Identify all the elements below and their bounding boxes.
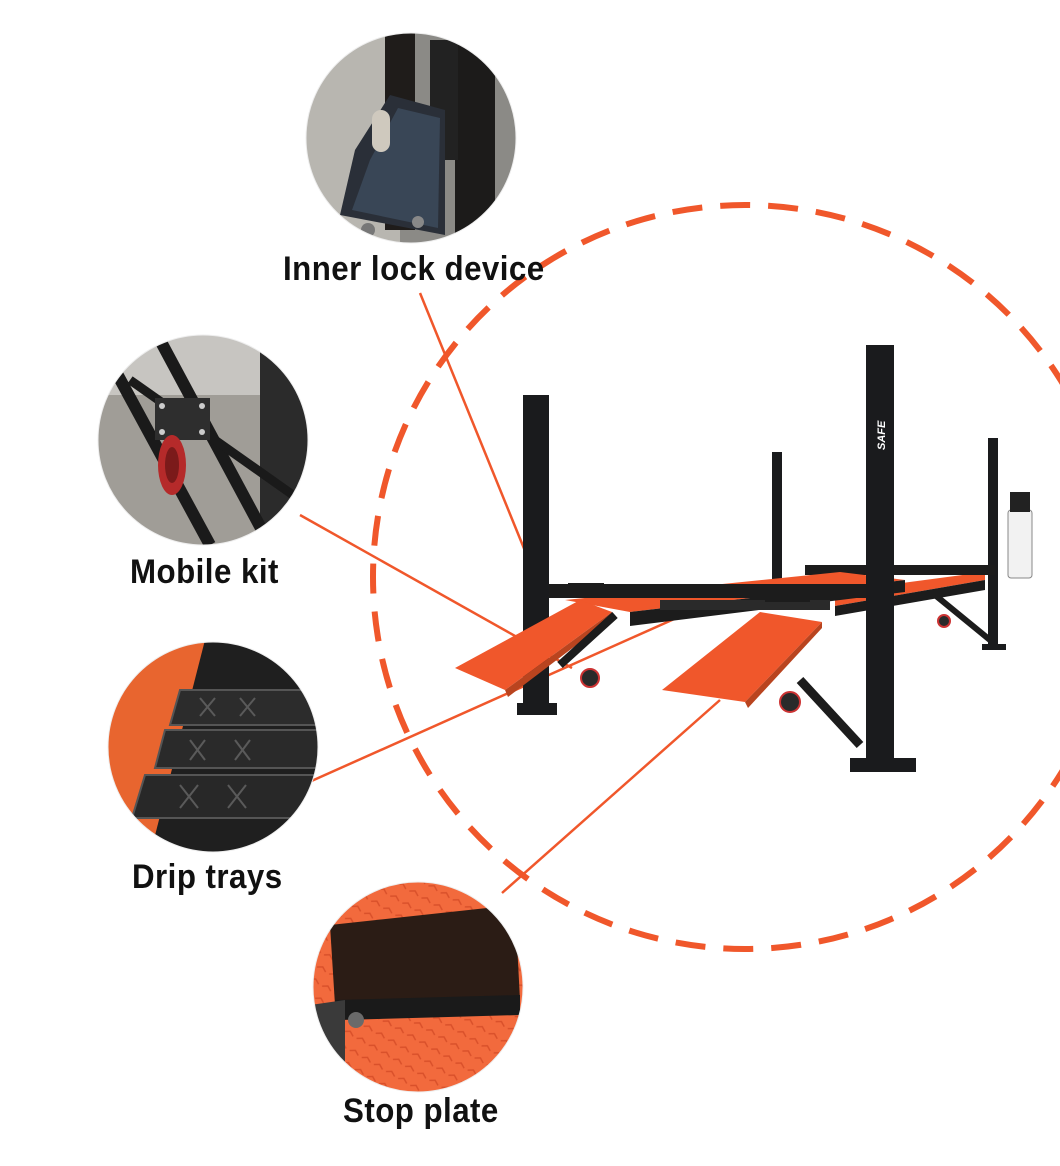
post-back-right bbox=[988, 438, 998, 650]
hydraulic-pump bbox=[1007, 509, 1033, 579]
ramp-left bbox=[455, 600, 612, 690]
brand-mark: SAFE bbox=[876, 420, 888, 450]
caster-wheel-left bbox=[580, 668, 600, 688]
detail-image-mobile-kit bbox=[98, 335, 308, 545]
dashed-focus-circle bbox=[370, 202, 1060, 952]
post-back-left bbox=[772, 452, 782, 582]
leader-line-stop-plate bbox=[501, 699, 721, 894]
label-mobile-kit: Mobile kit bbox=[130, 553, 279, 591]
label-drip-trays: Drip trays bbox=[132, 858, 283, 896]
detail-image-stop-plate bbox=[313, 882, 523, 1092]
four-post-lift: SAFE bbox=[455, 345, 1033, 772]
post-front-right bbox=[866, 345, 894, 765]
label-inner-lock-device: Inner lock device bbox=[283, 250, 545, 288]
caster-wheel-right bbox=[779, 691, 801, 713]
detail-image-drip-trays bbox=[108, 642, 318, 852]
ramp-right bbox=[662, 612, 822, 702]
label-stop-plate: Stop plate bbox=[343, 1092, 499, 1130]
detail-image-inner-lock bbox=[306, 33, 516, 243]
